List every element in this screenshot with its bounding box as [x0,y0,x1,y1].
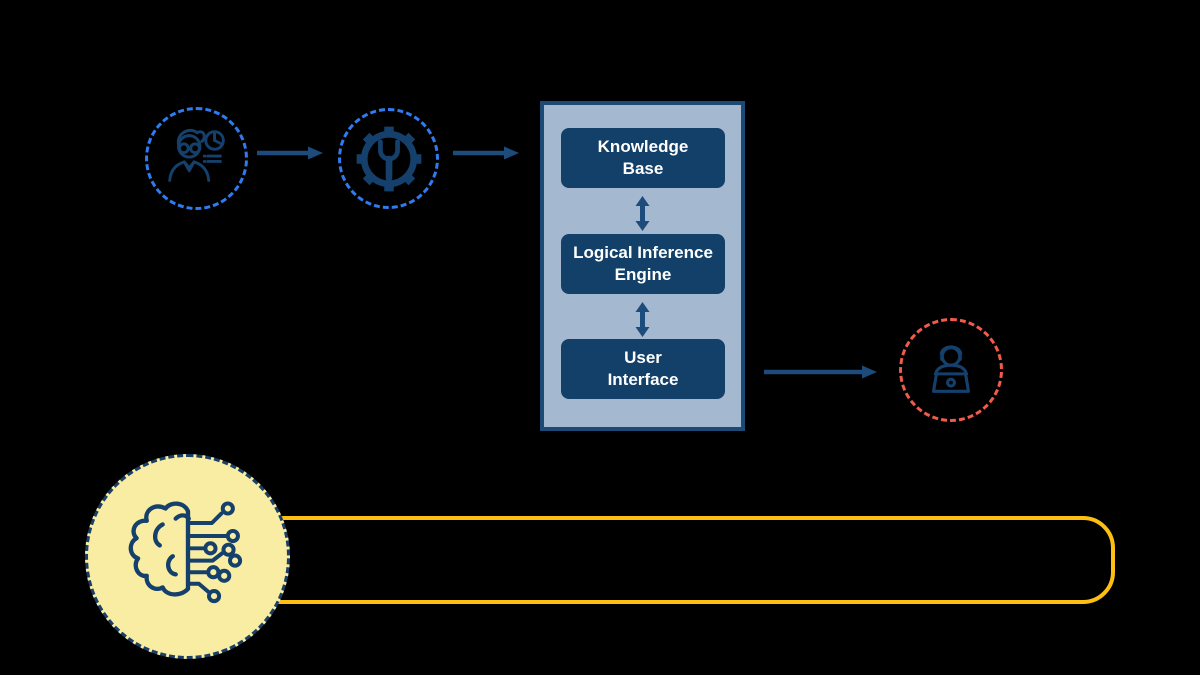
brain-circuit-icon [112,481,264,633]
arrow-system-to-user [764,365,877,379]
gear-wrench-icon [349,119,429,199]
end-user-node [899,318,1003,422]
expert-node [145,107,248,210]
knowledge-base-box: Knowledge Base [561,128,725,188]
logical-inference-engine-box: Logical Inference Engine [561,234,725,294]
user-interface-label-line2: Interface [607,370,679,389]
arrow-expert-to-engineer [257,146,323,160]
knowledge-base-label-line1: Knowledge [597,137,689,157]
expert-system-panel: Knowledge Base Logical Inference Engine … [540,101,745,431]
user-interface-label-line1: User [624,348,662,368]
arrow-engineer-to-system [453,146,519,160]
knowledge-base-label-line2: Base [622,159,664,178]
inference-engine-label-line1: Logical Inference [573,243,713,263]
user-interface-box: User Interface [561,339,725,399]
person-laptop-icon [918,337,984,403]
knowledge-engineer-node [338,108,439,209]
highlight-pill [210,516,1115,604]
ai-brain-node [85,454,290,659]
double-arrow-engine-ui [635,302,650,337]
expert-analyst-icon [158,120,236,198]
inference-engine-label-line2: Engine [614,265,672,284]
double-arrow-kb-engine [635,196,650,231]
